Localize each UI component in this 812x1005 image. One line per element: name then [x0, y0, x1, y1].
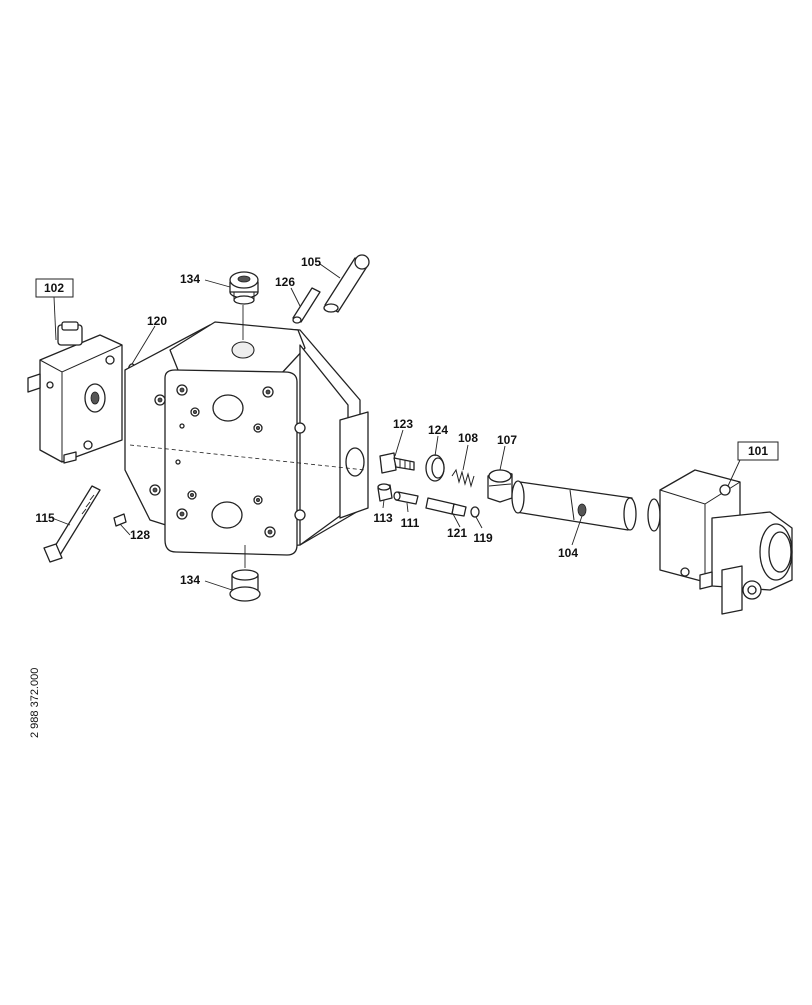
part-134-plug-bottom — [229, 569, 261, 602]
part-104-sleeve — [511, 480, 637, 531]
label-124: 124 — [428, 423, 448, 437]
label-121: 121 — [447, 526, 467, 540]
part-134-plug-top — [229, 271, 259, 305]
label-box-101 — [737, 441, 779, 461]
part-105-pin — [323, 254, 370, 313]
part-113-bushing — [377, 483, 393, 502]
label-119: 119 — [473, 531, 493, 545]
part-108-spring — [451, 468, 475, 488]
part-101-valve-assembly — [647, 469, 793, 615]
leader-lines — [51, 263, 741, 591]
label-101: 101 — [748, 444, 768, 458]
label-113: 113 — [373, 511, 393, 525]
label-120: 120 — [147, 314, 167, 328]
pump-housing — [124, 321, 369, 556]
label-128: 128 — [130, 528, 150, 542]
label-134-top: 134 — [180, 272, 200, 286]
part-126-pin — [292, 287, 321, 324]
part-107-seat — [487, 469, 513, 503]
label-134-bottom: 134 — [180, 573, 200, 587]
label-111: 111 — [401, 516, 420, 530]
label-102: 102 — [44, 281, 64, 295]
part-102-valve-plate — [27, 321, 123, 464]
part-115-long-bolt — [43, 485, 101, 563]
label-box-102 — [35, 278, 74, 298]
label-123: 123 — [393, 417, 413, 431]
label-107: 107 — [497, 433, 517, 447]
callout-labels: 102 101 120 134 126 105 115 128 134 123 … — [29, 255, 779, 738]
part-124-ring — [425, 454, 445, 482]
part-111-plunger — [393, 491, 419, 505]
part-128-plug — [113, 513, 127, 527]
label-105: 105 — [301, 255, 321, 269]
label-126: 126 — [275, 275, 295, 289]
assembly-axis — [129, 444, 366, 471]
label-108: 108 — [458, 431, 478, 445]
label-104: 104 — [558, 546, 578, 560]
drawing-reference-code: 2 988 372.000 — [29, 668, 41, 738]
part-123-screw — [379, 452, 415, 474]
label-115: 115 — [35, 511, 55, 525]
part-119-clip — [470, 506, 480, 518]
part-121-spool — [425, 497, 467, 517]
